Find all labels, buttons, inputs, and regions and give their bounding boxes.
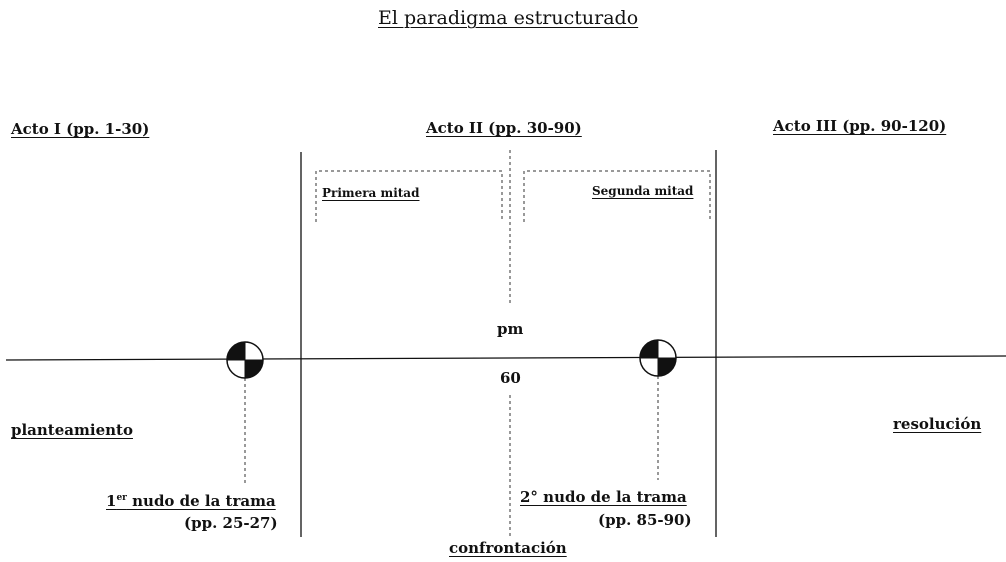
plot-point-2-title: 2° nudo de la trama [520, 488, 687, 506]
second-half-bracket [523, 170, 711, 222]
plot-point-1-ordinal-suffix: er [116, 493, 127, 503]
act-2-label: Acto II (pp. 30-90) [426, 119, 582, 137]
plot-point-1-pages: (pp. 25-27) [184, 514, 278, 532]
midpoint-label: pm [497, 320, 524, 338]
plot-point-1-title: 1er nudo de la trama [106, 494, 276, 509]
confrontation-label: confrontación [449, 539, 567, 557]
resolution-label: resolución [893, 415, 982, 433]
act-3-label: Acto III (pp. 90-120) [773, 117, 947, 135]
second-half-label: Segunda mitad [592, 184, 694, 198]
plot-point-1-marker [226, 341, 264, 379]
midpoint-page: 60 [500, 369, 521, 387]
first-half-label: Primera mitad [322, 186, 420, 200]
plot-point-2-marker [639, 339, 677, 377]
plot-point-2-pages: (pp. 85-90) [598, 511, 692, 529]
timeline-axis [5, 355, 1006, 361]
plot-point-1-ordinal: 1 [106, 492, 117, 510]
diagram-title: El paradigma estructurado [378, 7, 639, 29]
setup-label: planteamiento [11, 421, 133, 439]
act-1-label: Acto I (pp. 1-30) [11, 120, 150, 138]
plot-point-1-text: nudo de la trama [126, 492, 276, 510]
first-half-bracket [315, 170, 503, 222]
